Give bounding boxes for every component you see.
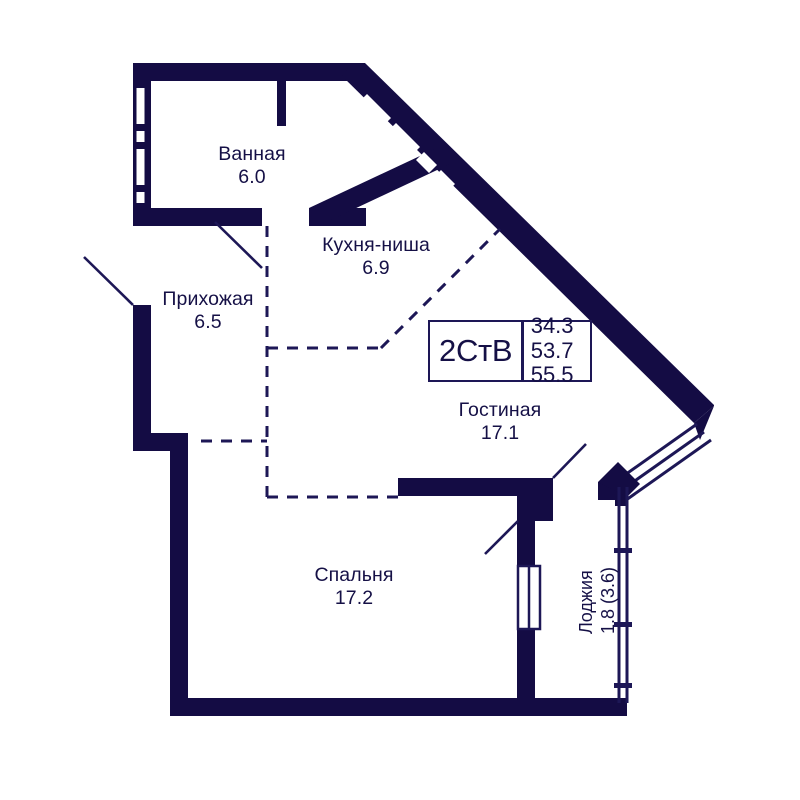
room-label-loggia: Лоджия bbox=[576, 570, 597, 634]
wall-bottom bbox=[170, 698, 535, 716]
window-diagonal-upper-slots bbox=[359, 94, 455, 192]
apartment-type-box: 2СтВ 34.3 53.7 55.5 bbox=[428, 313, 592, 387]
room-name-living-room: Гостиная bbox=[458, 399, 542, 421]
room-area-living-room: 17.1 bbox=[480, 422, 520, 444]
room-label-living-room: Гостиная 17.1 bbox=[420, 399, 580, 445]
door-swing-bathroom bbox=[214, 221, 263, 269]
window-left-seg-4 bbox=[136, 192, 145, 203]
zone-boundary-dashed bbox=[201, 226, 398, 499]
door-swing-bedroom bbox=[484, 520, 519, 555]
zone-boundary-diagonal-dashed bbox=[379, 227, 502, 350]
apartment-type-code: 2СтВ bbox=[439, 333, 513, 368]
wall-top bbox=[133, 63, 365, 81]
room-label-bedroom: Спальня 17.2 bbox=[274, 564, 434, 610]
window-left-seg-3 bbox=[136, 149, 145, 185]
door-swing-living-room bbox=[552, 443, 587, 479]
room-name-bedroom: Спальня bbox=[314, 564, 394, 586]
room-area-kitchen: 6.9 bbox=[362, 257, 390, 279]
room-area-bedroom: 17.2 bbox=[334, 587, 374, 609]
walls-group bbox=[83, 63, 714, 716]
room-label-hallway: Прихожая 6.5 bbox=[128, 288, 288, 334]
wall-loggia-bottom bbox=[517, 698, 627, 716]
apartment-area-list: 34.3 53.7 55.5 bbox=[524, 313, 582, 387]
room-name-kitchen: Кухня-ниша bbox=[322, 234, 430, 256]
wall-bathroom-bottom-left bbox=[133, 208, 262, 226]
wall-diagonal-kitchen bbox=[309, 148, 452, 226]
window-loggia-right bbox=[614, 487, 632, 703]
room-area-hallway: 6.5 bbox=[194, 311, 222, 333]
window-left-seg-1 bbox=[136, 88, 145, 124]
area-total-living: 34.3 bbox=[530, 313, 574, 339]
type-box-divider bbox=[521, 322, 524, 380]
door-swing-entrance bbox=[83, 256, 134, 306]
room-label-bathroom: Ванная 6.0 bbox=[172, 143, 332, 189]
window-left-seg-2 bbox=[136, 131, 145, 142]
door-swing-lines bbox=[83, 221, 587, 555]
room-area-loggia: 1.8 (3.6) bbox=[598, 566, 618, 634]
room-area-bathroom: 6.0 bbox=[238, 166, 266, 188]
wall-left-hallway bbox=[133, 305, 151, 445]
door-balcony bbox=[516, 564, 542, 631]
wall-living-bedroom-stub bbox=[518, 478, 553, 521]
room-area-label-loggia: 1.8 (3.6) bbox=[598, 567, 619, 634]
room-name-bathroom: Ванная bbox=[218, 143, 286, 165]
room-name-hallway: Прихожая bbox=[162, 288, 254, 310]
wall-loggia-left-lower bbox=[517, 628, 535, 668]
wall-left-bedroom bbox=[170, 433, 188, 716]
area-total: 53.7 bbox=[530, 337, 574, 363]
area-total-with-loggia: 55.5 bbox=[530, 362, 574, 388]
room-name-loggia: Лоджия bbox=[576, 570, 596, 634]
wall-bathroom-partition bbox=[277, 81, 286, 126]
room-label-kitchen: Кухня-ниша 6.9 bbox=[286, 234, 466, 280]
window-diagonal-living-room bbox=[598, 406, 714, 507]
wall-living-bedroom bbox=[398, 478, 553, 496]
